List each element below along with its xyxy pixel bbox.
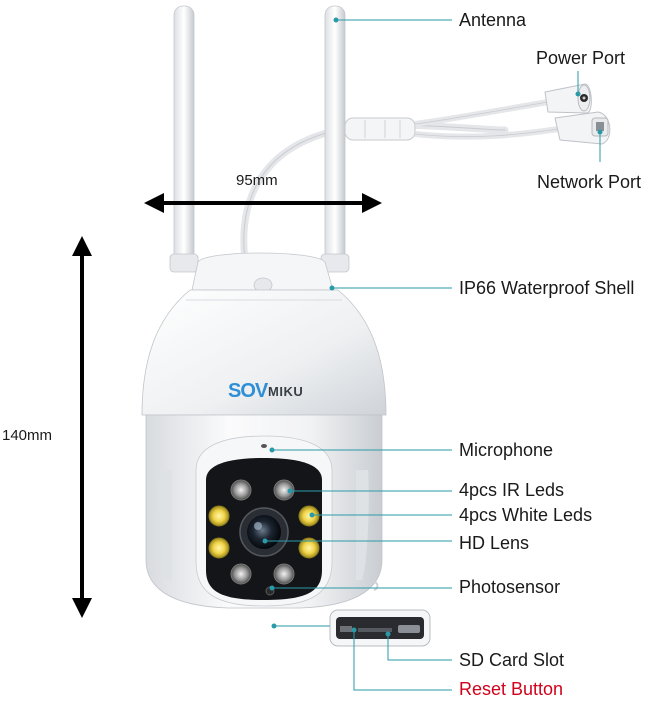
- top-cap: [191, 252, 334, 291]
- callout-sd-card: SD Card Slot: [459, 650, 565, 670]
- dome-shell: [141, 289, 387, 416]
- callout-shell: IP66 Waterproof Shell: [459, 278, 635, 298]
- power-port-connector: [544, 83, 592, 114]
- microphone-hole: [261, 444, 267, 448]
- leader-reset: [353, 630, 452, 691]
- svg-text:MIKU: MIKU: [268, 384, 303, 399]
- leader-lines: [265, 19, 601, 691]
- cable-splitter: [344, 117, 416, 141]
- left-antenna: [169, 5, 199, 273]
- sd-card-slot-detail: [329, 609, 431, 647]
- width-dimension-arrow: [144, 193, 382, 213]
- callout-power-port: Power Port: [536, 48, 626, 68]
- callout-lens: HD Lens: [459, 533, 530, 553]
- ir-leds: [230, 479, 295, 585]
- cable: [240, 121, 509, 264]
- leader-dots: [262, 17, 603, 637]
- callout-antenna: Antenna: [459, 10, 527, 30]
- callout-microphone: Microphone: [459, 440, 554, 460]
- svg-text:SOV: SOV: [228, 380, 269, 402]
- callout-ir-leds: 4pcs IR Leds: [459, 480, 565, 500]
- hd-lens: [239, 507, 289, 557]
- callout-white-leds: 4pcs White Leds: [459, 505, 593, 525]
- white-leds: [208, 505, 320, 559]
- height-dimension-arrow: [72, 236, 92, 618]
- leader-sd-card: [387, 634, 452, 661]
- network-port-connector: [554, 111, 611, 145]
- height-dimension-label: 140mm: [2, 427, 53, 444]
- right-antenna: [320, 5, 350, 273]
- brand-logo: SOV MIKU: [228, 380, 303, 402]
- callout-photosensor: Photosensor: [459, 577, 561, 597]
- callout-reset-button: Reset Button: [459, 679, 564, 699]
- width-dimension-label: 95mm: [236, 172, 278, 189]
- callout-network-port: Network Port: [537, 172, 642, 192]
